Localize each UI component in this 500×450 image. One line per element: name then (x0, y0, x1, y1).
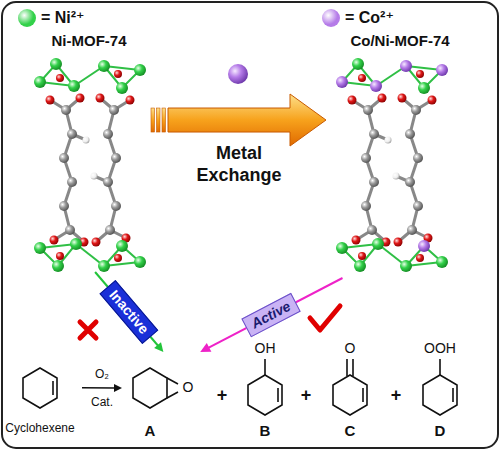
co-ni-mof-structure (400, 260, 412, 272)
connector-group (151, 94, 326, 146)
mof-structure: Ni-MOF-74 (28, 30, 150, 272)
co-ni-mof-structure (352, 58, 364, 70)
arrow-stripe (157, 108, 161, 132)
exchange-arrow (168, 94, 326, 146)
edge-label: O₂ Cat. (91, 360, 113, 416)
ni-mof-structure (50, 58, 62, 70)
ni-mof-structure (134, 64, 146, 76)
co-ni-mof-structure (436, 256, 448, 268)
connector-group (95, 272, 163, 352)
compound-letter: C (345, 422, 356, 439)
atom-label: OOH (424, 340, 456, 356)
co-ni-mof-structure (342, 64, 442, 266)
ni-mof-structure (34, 242, 46, 254)
plus-sign: + (301, 386, 312, 404)
ni-mof-structure (98, 260, 110, 272)
edge-label: Active (242, 293, 301, 337)
cobalt-ion (228, 64, 248, 84)
ni-mof-structure (52, 260, 64, 272)
legend-item: = Ni²⁺ (18, 8, 85, 27)
co-ni-mof-structure (436, 64, 448, 76)
molecule-structures (167, 378, 178, 398)
molecule-structures (265, 359, 278, 402)
molecule-structures (23, 368, 57, 408)
molecule-structures (333, 375, 367, 415)
molecule-structures (440, 359, 453, 402)
atom-label: O (183, 379, 194, 395)
co-ni-mof-structure (370, 80, 382, 92)
edge-label: Inactive (100, 280, 159, 344)
atom-label: O (345, 340, 356, 356)
compound-letter: B (260, 422, 271, 439)
ni-mof-structure (98, 60, 110, 72)
reaction-arrow (82, 387, 116, 389)
co-ni-mof-structure (418, 82, 430, 94)
molecule-structures (423, 375, 457, 415)
compound-letter: A (145, 422, 156, 439)
ni-mof-structure (34, 58, 146, 272)
cross-mark (80, 322, 96, 338)
molecule-structures (347, 359, 363, 402)
molecule-structures (248, 375, 282, 415)
compound-letter: D (435, 422, 446, 439)
structure-name: Cyclohexene (5, 422, 74, 436)
co-ni-mof-structure (372, 238, 384, 250)
product-molecule: OA (122, 352, 214, 442)
co-ni-mof-structure (400, 60, 412, 72)
ni-mof-structure (116, 240, 128, 252)
molecule-structures (23, 359, 457, 415)
co-ni-mof-structure (336, 58, 448, 272)
active-arrow (207, 278, 342, 348)
co-ni-mof-structure (354, 260, 366, 272)
edge-label: Metal Exchange (196, 142, 281, 186)
plus-sign: + (217, 386, 228, 404)
arrow-stripe (151, 108, 155, 132)
reactant-molecule: Cyclohexene (6, 350, 82, 442)
atom-label: OH (255, 340, 276, 356)
arrow-stripe (162, 108, 166, 132)
co-ni-mof-structure (336, 76, 348, 88)
legend-text: = Co²⁺ (345, 8, 394, 27)
legend-swatch (322, 9, 340, 27)
co-ni-mof-structure (418, 240, 430, 252)
molecule-structures (52, 381, 54, 395)
ni-mof-structure (68, 80, 80, 92)
mof-structure: Co/Ni-MOF-74 (328, 30, 473, 278)
legend-text: = Ni²⁺ (41, 8, 85, 27)
product-molecule: OOH D (405, 340, 475, 442)
ni-mof-structure (116, 82, 128, 94)
arrowhead (114, 384, 122, 392)
molecule-structures (133, 368, 167, 408)
ni-mof-structure (34, 58, 146, 272)
product-molecule: OC (317, 340, 383, 442)
co-ni-mof-structure (336, 242, 348, 254)
ni-mof-structure (134, 256, 146, 268)
check-mark (310, 306, 340, 330)
structure-name: Co/Ni-MOF-74 (350, 32, 449, 49)
co-ni-mof-structure (336, 58, 448, 272)
inactive-arrow (95, 272, 159, 347)
arrowhead (154, 342, 163, 352)
plus-sign: + (391, 386, 402, 404)
legend-item: = Co²⁺ (322, 8, 394, 27)
ni-mof-structure (34, 76, 46, 88)
ni-mof-structure (70, 238, 82, 250)
ni-mof-structure (40, 64, 140, 266)
arrowhead (200, 343, 211, 352)
legend-swatch (18, 9, 36, 27)
product-molecule: OH B (232, 340, 298, 442)
structure-name: Ni-MOF-74 (52, 32, 127, 49)
connector-group (82, 384, 122, 392)
